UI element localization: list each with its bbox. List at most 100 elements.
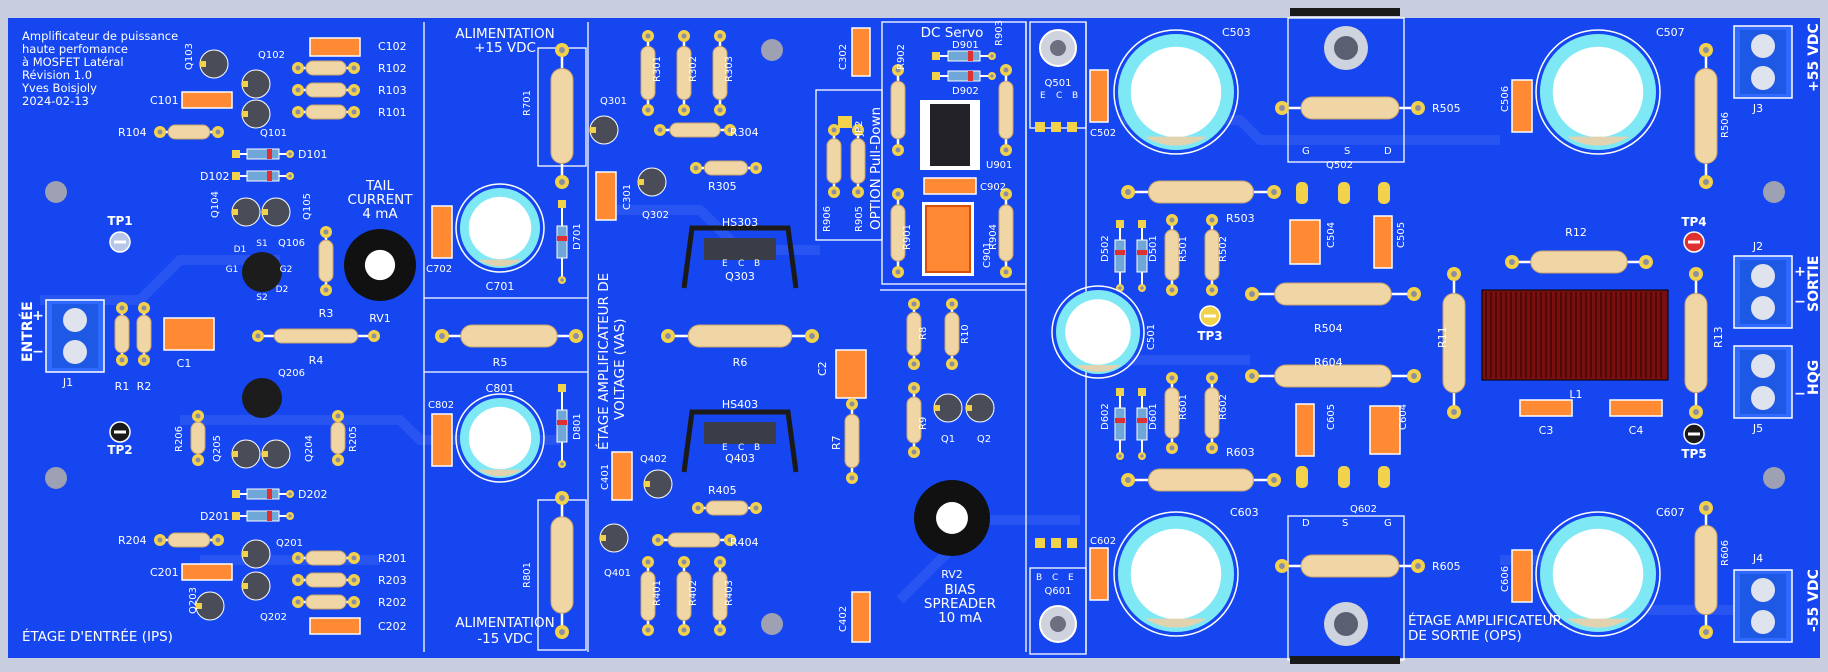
ref-r906: R906 <box>822 206 833 232</box>
trimmer-knob[interactable] <box>936 502 968 534</box>
pad-hole <box>1249 373 1255 379</box>
heatsink-HS303 <box>681 225 799 289</box>
pad-hole <box>1169 445 1175 451</box>
pad-hole <box>351 577 357 583</box>
mosfet-outline-Q502-top <box>1287 17 1405 163</box>
pad-hole <box>215 129 221 135</box>
ref-r606: R606 <box>1720 540 1731 566</box>
diode-band <box>968 51 973 61</box>
resistor-R501 <box>1164 229 1180 281</box>
resistor-R102 <box>305 60 347 76</box>
hqg-minus: − <box>1794 386 1806 402</box>
section-ips: ÉTAGE D'ENTRÉE (IPS) <box>22 628 173 645</box>
electrolytic-top-C801 <box>468 406 532 470</box>
pad-hole <box>681 559 687 565</box>
ref-r104: R104 <box>118 126 147 139</box>
pad-hole <box>1451 409 1457 415</box>
diode-D502 <box>1114 239 1126 273</box>
capacitor-C201 <box>181 563 233 581</box>
screw-terminal[interactable] <box>63 340 87 364</box>
transistor-pin <box>934 405 940 411</box>
mosfet-pin <box>1378 466 1390 488</box>
ref-q101: Q101 <box>260 128 287 139</box>
ref-r505: R505 <box>1432 102 1461 115</box>
ref-q1: Q1 <box>941 434 955 445</box>
electrolytic-top-C503 <box>1130 46 1222 138</box>
pad-hole <box>895 269 901 275</box>
pad-hole <box>335 457 341 463</box>
pad-hole <box>753 505 759 511</box>
transistor-body <box>704 238 776 260</box>
ref-c502: C502 <box>1090 128 1116 139</box>
pad <box>932 72 940 80</box>
pad-hole <box>831 189 837 195</box>
pad-hole <box>1209 287 1215 293</box>
mounting-holes <box>45 39 1785 635</box>
pad-hole <box>559 47 565 53</box>
diode-band <box>968 71 973 81</box>
screw-terminal[interactable] <box>1751 264 1775 288</box>
bias-spreader-3: 10 mA <box>938 610 983 626</box>
ref-c302: C302 <box>838 44 849 70</box>
screw-terminal[interactable] <box>1751 354 1775 378</box>
ref-q303: Q303 <box>725 270 755 283</box>
pad-hole <box>1140 286 1144 290</box>
ref-pin_labels-b: B <box>1072 91 1078 101</box>
ref-d602: D602 <box>1100 403 1111 430</box>
pad-hole <box>560 278 564 282</box>
ref-l1: L1 <box>1569 388 1582 401</box>
resistor-R301 <box>640 45 656 101</box>
screw-terminal[interactable] <box>1751 66 1775 90</box>
ref-r403: R403 <box>724 580 735 606</box>
screw-terminal[interactable] <box>1751 34 1775 58</box>
ref-c506: C506 <box>1500 86 1511 112</box>
screw-terminal[interactable] <box>1751 386 1775 410</box>
ref-q105: Q105 <box>302 193 313 220</box>
transistor-pin <box>232 451 238 457</box>
resistor-R12 <box>1530 250 1628 274</box>
ref-pin_labels-e: E <box>722 259 728 269</box>
bias-spreader-2: SPREADER <box>924 596 996 612</box>
resistor-R606 <box>1694 524 1718 616</box>
heatsink-bar-top <box>1290 8 1400 16</box>
ref-r604: R604 <box>1314 356 1343 369</box>
resistor-R101 <box>305 104 347 120</box>
pad-hole <box>288 492 292 496</box>
electrolytic-band-C701 <box>478 259 522 267</box>
pad-hole <box>753 165 759 171</box>
pad-hole <box>1140 454 1144 458</box>
diode-band <box>267 171 272 181</box>
ref-r8: R8 <box>918 327 929 340</box>
ref-c402: C402 <box>838 606 849 632</box>
jumper-JP2[interactable] <box>838 116 852 128</box>
trimmer-knob[interactable] <box>364 249 396 281</box>
screw-terminal[interactable] <box>1751 610 1775 634</box>
resistor-R1 <box>114 314 130 354</box>
ref-pin_labels-c: C <box>738 259 744 269</box>
pad-hole <box>645 107 651 113</box>
ref-pin_labels-b: B <box>1036 573 1042 583</box>
capacitor-C2 <box>835 349 867 399</box>
ref-pin_labels-d: D <box>1384 146 1392 157</box>
pad-hole <box>195 413 201 419</box>
screw-terminal[interactable] <box>63 308 87 332</box>
ref-r12: R12 <box>1565 226 1587 239</box>
pad-hole <box>855 127 861 133</box>
screw-terminal[interactable] <box>1751 296 1775 320</box>
pad-hole <box>351 555 357 561</box>
ref-tp4: TP4 <box>1681 215 1706 229</box>
ref-pin_labels-g1: G1 <box>226 265 239 275</box>
resistor-R701 <box>550 67 574 165</box>
ref-pin_labels-d: D <box>1302 518 1310 529</box>
pad <box>1116 220 1124 228</box>
ref-c602: C602 <box>1090 536 1116 547</box>
pad-hole <box>727 127 733 133</box>
ref-r402: R402 <box>688 580 699 606</box>
ref-q301: Q301 <box>600 96 627 107</box>
diode-D902 <box>947 70 981 82</box>
ref-r205: R205 <box>348 426 359 452</box>
resistor-R9 <box>906 396 922 444</box>
screw-terminal[interactable] <box>1751 578 1775 602</box>
pad-hole <box>911 301 917 307</box>
